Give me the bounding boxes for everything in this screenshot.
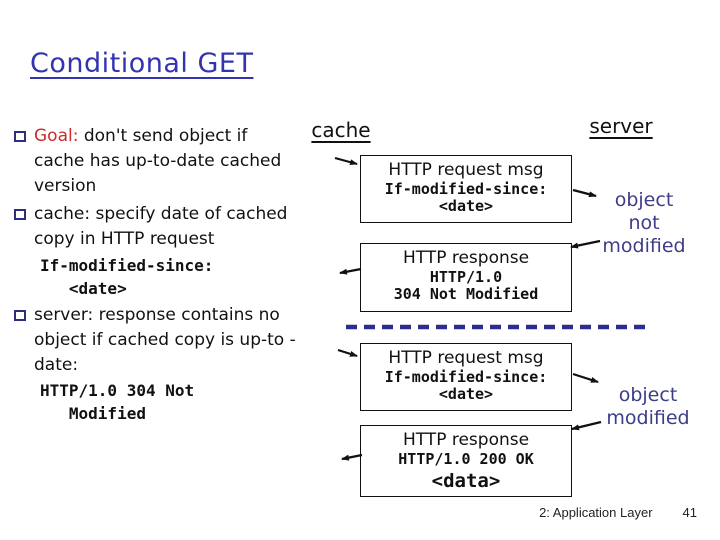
- arrow-request2-in: [337, 348, 358, 358]
- bullet-square-icon: [14, 209, 26, 220]
- http-response-box-200: HTTP response HTTP/1.0 200 OK <data>: [360, 425, 572, 497]
- http-request-box-2: HTTP request msg If-modified-since: <dat…: [360, 343, 572, 411]
- bullet-square-icon: [14, 131, 26, 142]
- bullet-goal: Goal: don't send object if cache has up-…: [14, 124, 300, 199]
- server-actor-label: server: [589, 114, 653, 138]
- msg-title: HTTP response: [402, 248, 530, 268]
- code-if-modified-since: If-modified-since: <date>: [40, 256, 214, 298]
- arrow-response2-out: [341, 453, 363, 461]
- msg-title: HTTP request msg: [388, 348, 544, 368]
- msg-line1: HTTP/1.0: [429, 268, 503, 286]
- annotation-object-modified: object modified: [606, 384, 690, 429]
- arrow-request2-out: [572, 372, 599, 384]
- msg-title: HTTP request msg: [388, 160, 544, 180]
- msg-title: HTTP response: [402, 430, 530, 450]
- footer-page-number: 41: [682, 505, 697, 520]
- annotation-object-not-modified: object not modified: [602, 189, 686, 257]
- msg-line1: If-modified-since:: [384, 368, 548, 386]
- msg-line2: 304 Not Modified: [393, 285, 539, 303]
- arrow-request1-in: [334, 156, 358, 166]
- arrow-response1-out: [339, 267, 362, 275]
- code-304-not-modified: HTTP/1.0 304 Not Modified: [40, 381, 195, 423]
- msg-line2: <date>: [438, 385, 494, 403]
- msg-line1: HTTP/1.0 200 OK: [398, 450, 534, 468]
- goal-rest-text: don't send object if cache has up-to-dat…: [34, 126, 282, 196]
- goal-lead-text: Goal:: [34, 126, 84, 146]
- server-bullet-text: server: response contains no object if c…: [34, 305, 296, 375]
- cache-actor-label: cache: [311, 118, 371, 142]
- page-title: Conditional GET: [30, 48, 254, 79]
- footer-section-label: 2: Application Layer: [539, 505, 653, 520]
- http-response-box-304: HTTP response HTTP/1.0 304 Not Modified: [360, 243, 572, 312]
- bullet-square-icon: [14, 310, 26, 321]
- cache-bullet-text: cache: specify date of cached copy in HT…: [34, 204, 288, 249]
- bullet-server: server: response contains no object if c…: [14, 303, 300, 378]
- msg-line1: If-modified-since:: [384, 180, 548, 198]
- bullet-cache: cache: specify date of cached copy in HT…: [14, 202, 300, 252]
- msg-line2: <date>: [438, 197, 494, 215]
- slide-footer: 2: Application Layer 41: [0, 505, 697, 520]
- msg-line2: <data>: [431, 470, 501, 492]
- http-request-box-1: HTTP request msg If-modified-since: <dat…: [360, 155, 572, 223]
